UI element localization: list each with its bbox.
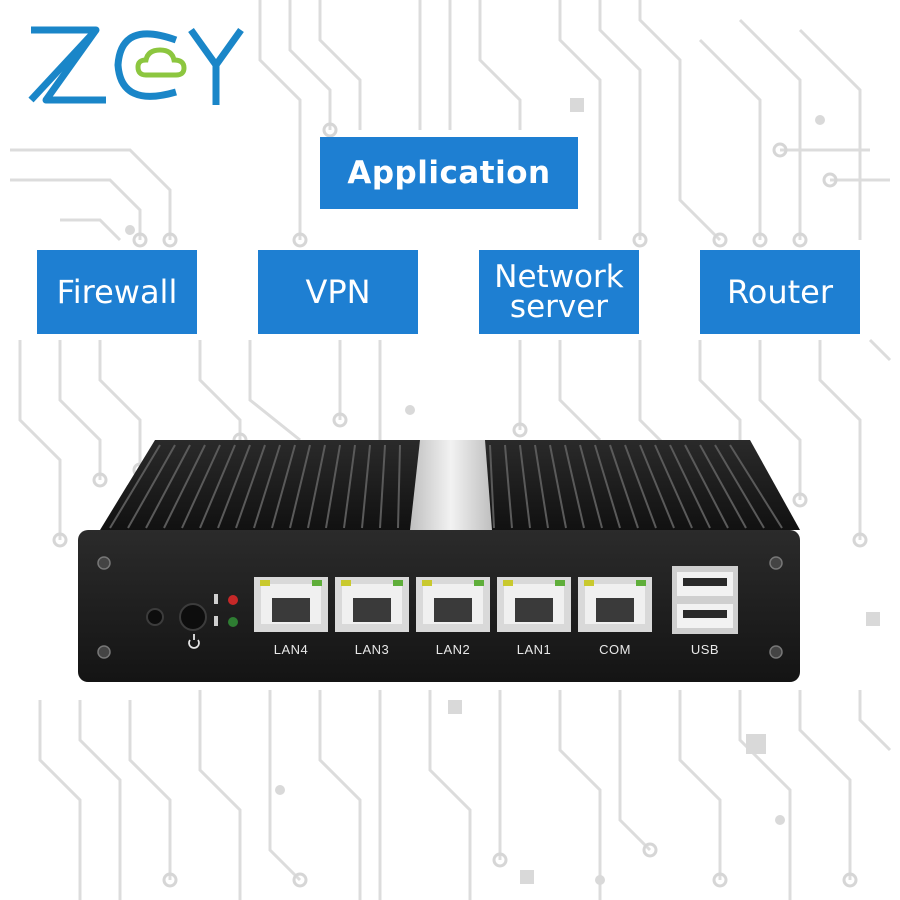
use-case-vpn: VPN (258, 250, 418, 334)
lan4-port (254, 577, 328, 632)
power-led-icon (214, 616, 218, 626)
power-button (179, 603, 207, 631)
application-label: Application (347, 155, 551, 191)
panel-screws (97, 556, 783, 659)
use-case-network-server: Network server (479, 250, 639, 334)
use-case-label: Network server (494, 259, 624, 325)
lan2-port (416, 577, 490, 632)
power-led (228, 617, 238, 627)
port-label-usb: USB (690, 642, 720, 657)
application-heading: Application (320, 137, 578, 209)
usb-ports (672, 566, 738, 634)
lan3-port (335, 577, 409, 632)
hdd-led (228, 595, 238, 605)
use-case-router: Router (700, 250, 860, 334)
use-case-firewall: Firewall (37, 250, 197, 334)
com-port (578, 577, 652, 632)
port-label-lan2: LAN2 (435, 642, 471, 657)
heatsink-fins (109, 444, 783, 529)
power-icon (188, 634, 200, 649)
port-label-lan1: LAN1 (516, 642, 552, 657)
port-label-lan4: LAN4 (273, 642, 309, 657)
xcy-logo (28, 26, 244, 105)
use-case-label: Firewall (56, 273, 178, 311)
use-case-label: Router (726, 273, 834, 311)
reset-button (146, 608, 164, 626)
lan1-port (497, 577, 571, 632)
port-label-lan3: LAN3 (354, 642, 390, 657)
port-label-com: COM (599, 642, 631, 657)
hdd-led-icon (214, 594, 218, 604)
cloud-icon (135, 47, 187, 78)
heatsink-center-strip (410, 440, 492, 530)
use-case-label: VPN (305, 273, 371, 311)
